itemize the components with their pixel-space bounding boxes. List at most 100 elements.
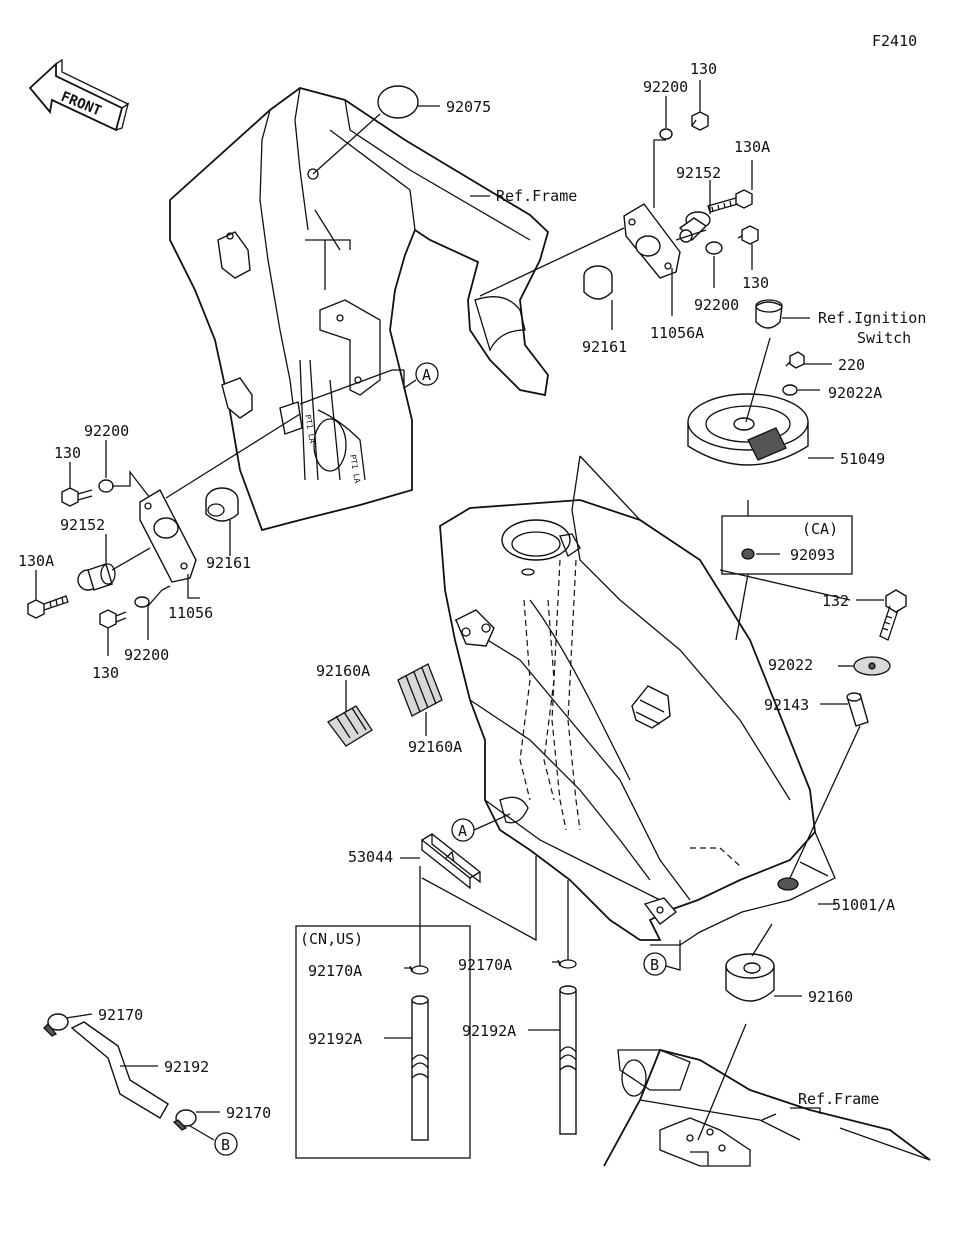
marker-b-left[interactable]: B xyxy=(214,1132,238,1156)
hose-92192-icon[interactable] xyxy=(70,1021,169,1119)
callout-92152-left: 92152 xyxy=(60,516,105,534)
callout-51049: 51049 xyxy=(840,450,885,468)
callout-130a-left: 130A xyxy=(18,552,54,570)
bolt-130-icon[interactable] xyxy=(61,462,93,507)
collar-92152-icon[interactable] xyxy=(678,180,711,243)
bracket-group-upper-right: 130 92200 130A 92152 130 xyxy=(479,60,770,356)
hose-92192a-mid-icon[interactable] xyxy=(528,985,577,1135)
callout-92160a-right: 92160A xyxy=(408,738,462,756)
callout-92170a-box: 92170A xyxy=(308,962,362,980)
callout-ref-frame-bottom: Ref.Frame xyxy=(798,1090,879,1108)
cn-us-variant-box: (CN,US) 92170A 92192A xyxy=(295,866,471,1159)
marker-a-lower[interactable]: A xyxy=(451,813,511,842)
callout-92200-left-top: 92200 xyxy=(84,422,129,440)
callout-132: 132 xyxy=(822,592,849,610)
lower-frame-illustration: Ref.Frame xyxy=(603,1023,931,1167)
callout-92200-top: 92200 xyxy=(643,78,688,96)
pad-92160a-right-icon[interactable] xyxy=(397,663,443,736)
callout-92192a-box: 92192A xyxy=(308,1030,362,1048)
callout-92160: 92160 xyxy=(808,988,853,1006)
callout-130-top: 130 xyxy=(690,60,717,78)
marker-a-label: A xyxy=(422,366,431,384)
marker-a-upper[interactable]: A xyxy=(299,362,439,405)
callout-92192a-mid: 92192A xyxy=(462,1022,516,1040)
frame-illustration: PT1 LA PT1 LA xyxy=(169,87,550,532)
collar-92143-icon[interactable] xyxy=(789,692,869,879)
callout-92152-top: 92152 xyxy=(676,164,721,182)
screw-220-icon[interactable] xyxy=(785,351,832,369)
callout-92161-top: 92161 xyxy=(582,338,627,356)
collar-92152-icon[interactable] xyxy=(77,534,116,591)
callout-92161-left: 92161 xyxy=(206,554,251,572)
marker-b-label: B xyxy=(221,1136,230,1154)
marker-b-label: B xyxy=(650,956,659,974)
damper-92160-icon[interactable] xyxy=(725,923,802,1002)
plug-92075[interactable]: 92075 xyxy=(312,85,491,175)
callout-53044: 53044 xyxy=(348,848,393,866)
bolt-130a-icon[interactable] xyxy=(707,160,753,213)
callout-92160a-left: 92160A xyxy=(316,662,370,680)
callout-51001a: 51001/A xyxy=(832,896,895,914)
bolt-130-icon[interactable] xyxy=(737,225,759,270)
nut-92093-icon[interactable] xyxy=(741,548,755,560)
fuel-tank-illustration xyxy=(439,455,851,946)
callout-92170-bottom: 92170 xyxy=(226,1104,271,1122)
callout-92192: 92192 xyxy=(164,1058,209,1076)
ignition-switch-icon[interactable] xyxy=(755,299,810,329)
figure-code: F2410 xyxy=(872,32,917,50)
bolt-130a-icon[interactable] xyxy=(27,570,69,619)
washer-92022a-icon[interactable] xyxy=(782,384,798,396)
label-cn-us: (CN,US) xyxy=(300,930,363,948)
washer-92200-icon[interactable] xyxy=(98,479,114,493)
mounting-parts-right: 132 92022 92143 51001/A 92160 xyxy=(725,589,907,1006)
callout-ref-ignition-switch: Switch xyxy=(857,329,911,347)
front-label: FRONT xyxy=(59,89,104,120)
callout-ref-ignition: Ref.Ignition xyxy=(818,309,926,327)
marker-a-label: A xyxy=(458,822,467,840)
frame-stamp: PT1 LA xyxy=(303,414,317,444)
callout-130-left-top: 130 xyxy=(54,444,81,462)
bolt-130-icon[interactable] xyxy=(691,80,709,131)
hose-92192a-icon[interactable] xyxy=(384,995,429,1141)
callout-11056a: 11056A xyxy=(650,324,704,342)
marker-b-lower[interactable]: B xyxy=(643,940,681,976)
front-arrow-icon: FRONT xyxy=(28,58,130,132)
ignition-group: Ref.Ignition Switch 220 92022A 51049 xyxy=(687,299,926,468)
callout-92093: 92093 xyxy=(790,546,835,564)
bracket-11056-icon[interactable] xyxy=(139,489,200,599)
bracket-group-left: 92200 130 11056 92161 xyxy=(18,413,301,682)
clamp-92170a-icon[interactable] xyxy=(404,965,429,975)
washer-92200-icon[interactable] xyxy=(705,241,723,255)
callout-92170-top: 92170 xyxy=(98,1006,143,1024)
bolt-132-icon[interactable] xyxy=(856,589,907,641)
bolt-130-icon[interactable] xyxy=(99,609,127,656)
callout-92075: 92075 xyxy=(446,98,491,116)
callout-92022a: 92022A xyxy=(828,384,882,402)
callout-ref-frame-top: Ref.Frame xyxy=(496,187,577,205)
fuel-cap-51049-icon[interactable] xyxy=(687,337,834,466)
callout-220: 220 xyxy=(838,356,865,374)
callout-92143: 92143 xyxy=(764,696,809,714)
pad-92160a-left-icon[interactable] xyxy=(327,680,373,747)
clamp-92170-top-icon[interactable] xyxy=(43,1013,93,1037)
bracket-11056a-icon[interactable] xyxy=(623,139,681,316)
callout-130-left-bottom: 130 xyxy=(92,664,119,682)
frame-stamp: PT1 LA xyxy=(348,454,362,484)
pad-53044-icon[interactable] xyxy=(400,833,482,890)
clamp-92170-bottom-icon[interactable] xyxy=(172,1109,220,1141)
ca-variant-box: (CA) 92093 xyxy=(721,500,853,641)
grommet-92161-icon[interactable] xyxy=(583,265,613,330)
callout-130a-top: 130A xyxy=(734,138,770,156)
clamp-92170a-mid-icon[interactable] xyxy=(552,880,577,969)
callout-92022: 92022 xyxy=(768,656,813,674)
grommet-92161-icon[interactable] xyxy=(205,487,239,556)
label-ca: (CA) xyxy=(802,520,838,538)
callout-92200-right: 92200 xyxy=(694,296,739,314)
callout-11056: 11056 xyxy=(168,604,213,622)
callout-92170a-mid: 92170A xyxy=(458,956,512,974)
washer-92200-icon[interactable] xyxy=(659,128,673,140)
callout-130-right: 130 xyxy=(742,274,769,292)
ref-frame-top: Ref.Frame xyxy=(470,187,577,205)
washer-92200-icon[interactable] xyxy=(134,596,150,608)
